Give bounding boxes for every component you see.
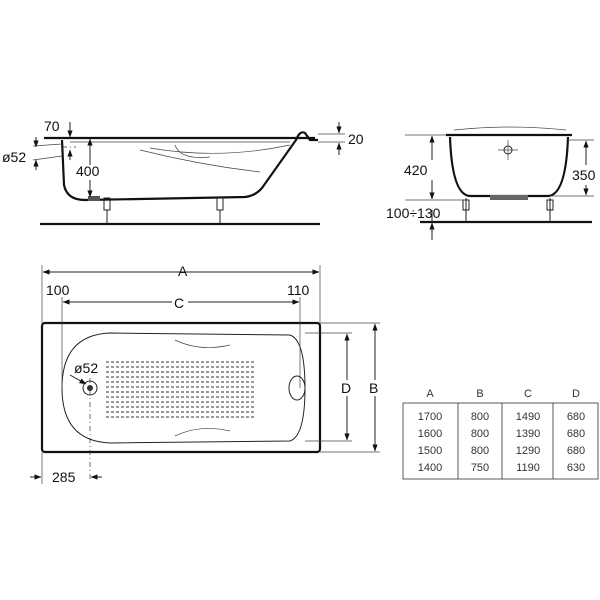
inner-length-C-label: C	[174, 295, 184, 311]
tub-body-outline	[60, 131, 318, 202]
table-cell: 1400	[418, 462, 442, 474]
table-header: C	[524, 388, 532, 400]
rim-height-label: 70	[44, 118, 60, 134]
table-cell: 1490	[516, 411, 540, 423]
dimensions-table: A B C D 1700 800 1490 680 1600 800 1390 …	[402, 388, 599, 480]
overflow-cross	[498, 140, 518, 160]
length-A-label: A	[178, 263, 188, 279]
inner-depth-label: 350	[572, 167, 596, 183]
table-cell: 1600	[418, 428, 442, 440]
total-height-label: 420	[404, 162, 428, 178]
table-row: 1600 800 1390 680	[418, 428, 585, 440]
end-tub-outline	[446, 133, 572, 198]
width-B-label: B	[369, 380, 378, 396]
table-header: A	[426, 388, 434, 400]
end-view: 420 100÷130 350	[386, 126, 596, 240]
anti-slip-pattern	[105, 358, 255, 418]
right-offset-label: 110	[287, 282, 310, 298]
left-offset-label: 100	[46, 282, 70, 298]
table-row: 1500 800 1290 680	[418, 445, 585, 457]
table-cell: 800	[471, 445, 489, 457]
top-view: ø52 A C 100 110 D B 285	[30, 263, 383, 485]
table-cell: 680	[567, 428, 585, 440]
handle-grip	[174, 144, 211, 158]
table-cell: 1700	[418, 411, 442, 423]
table-cell: 680	[567, 445, 585, 457]
drain-outlet	[88, 196, 100, 201]
side-view: 70 ø52 400 20	[2, 118, 364, 226]
headrest	[288, 375, 306, 401]
table-cell: 800	[471, 428, 489, 440]
table-cell: 680	[567, 411, 585, 423]
drain-diameter-label: ø52	[2, 149, 26, 165]
table-row: 1700 800 1490 680	[418, 411, 585, 423]
table-cell: 1500	[418, 445, 442, 457]
depth-label: 400	[76, 163, 100, 179]
table-cell: 1290	[516, 445, 540, 457]
tub-leg	[216, 197, 224, 224]
armrest-grips	[174, 339, 231, 437]
table-cell: 750	[471, 462, 489, 474]
rim-thickness-label: 20	[348, 131, 364, 147]
table-row: 1400 750 1190 630	[418, 462, 585, 474]
drain-offset-label: 285	[52, 469, 76, 485]
table-cell: 1190	[516, 462, 540, 474]
table-cell: 800	[471, 411, 489, 423]
tub-outer-rim	[40, 321, 322, 454]
table-header: D	[572, 388, 580, 400]
table-cell: 630	[567, 462, 585, 474]
table-cell: 1390	[516, 428, 540, 440]
inner-width-D-label: D	[341, 380, 351, 396]
table-header: B	[476, 388, 483, 400]
feet-height-label: 100÷130	[386, 205, 441, 221]
tub-leg	[103, 197, 111, 224]
top-drain-diameter-label: ø52	[74, 360, 98, 376]
